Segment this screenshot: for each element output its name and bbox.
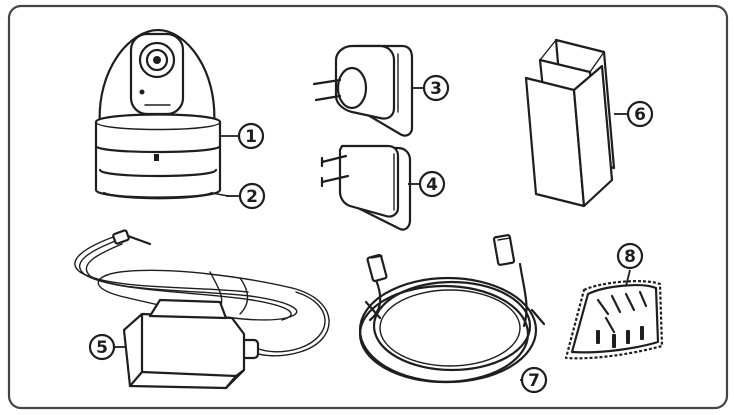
callout-7: 7 [520, 366, 548, 394]
callout-4-label: 4 [426, 175, 438, 195]
callout-8: 8 [616, 242, 644, 270]
eu-plug-adapter-illustration [312, 44, 414, 137]
callout-5: 5 [88, 333, 116, 361]
camera-illustration [94, 28, 229, 200]
ethernet-cable-illustration [358, 234, 546, 384]
callout-8-label: 8 [624, 247, 636, 267]
callout-6: 6 [626, 100, 654, 128]
callout-3-label: 3 [430, 79, 442, 99]
callout-3: 3 [422, 74, 450, 102]
us-plug-adapter-illustration [320, 144, 412, 231]
callout-5-label: 5 [96, 338, 108, 358]
leader-lines [114, 87, 631, 381]
callout-1: 1 [237, 122, 265, 150]
callout-6-label: 6 [634, 105, 646, 125]
screw-kit-illustration [564, 280, 664, 360]
callout-2-label: 2 [246, 187, 258, 207]
power-adapter-illustration [74, 229, 330, 390]
callout-4: 4 [418, 170, 446, 198]
callout-1-label: 1 [245, 127, 257, 147]
callout-2: 2 [238, 182, 266, 210]
callout-7-label: 7 [528, 371, 540, 391]
quick-guide-illustration [524, 38, 616, 208]
